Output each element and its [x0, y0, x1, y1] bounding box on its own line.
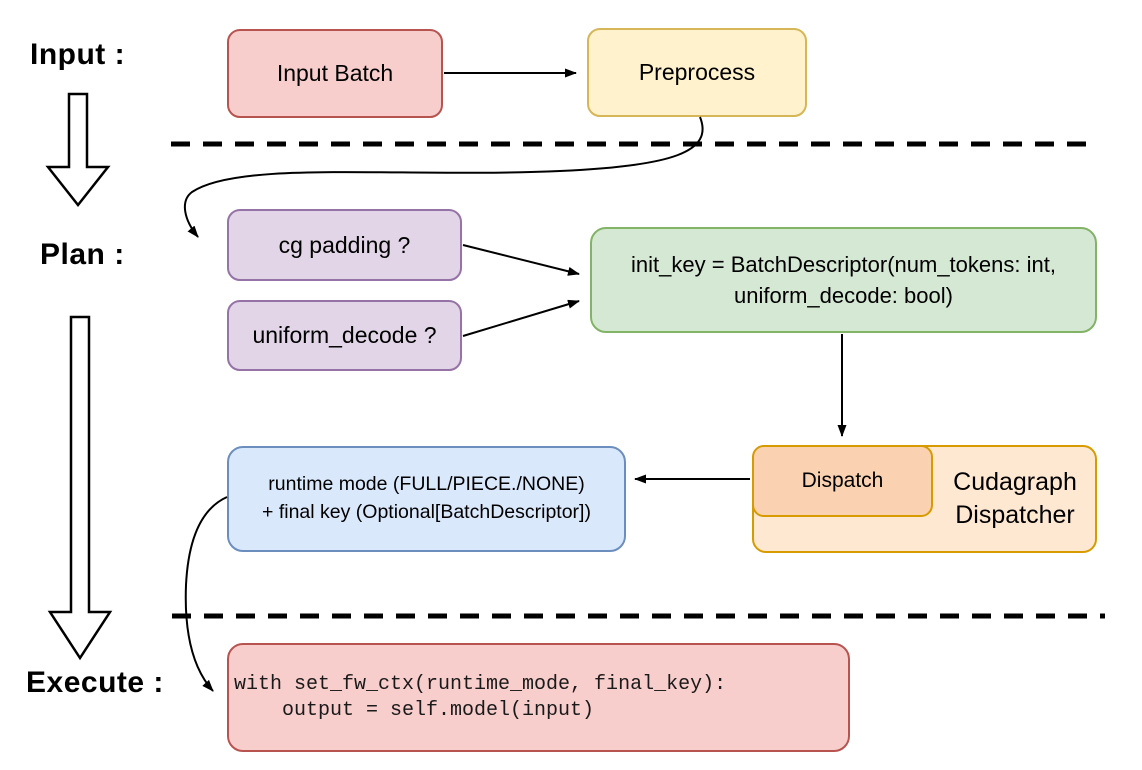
stage-arrow-input-to-plan-icon: [45, 92, 111, 208]
node-runtime-mode-line1: runtime mode (FULL/PIECE./NONE): [268, 473, 585, 496]
node-preprocess: Preprocess: [587, 28, 807, 117]
cudagraph-dispatcher-line1: Cudagraph: [953, 468, 1077, 496]
stage-arrow-plan-to-execute-icon: [47, 315, 113, 661]
stage-label-plan: Plan :: [40, 238, 125, 271]
node-runtime-mode-line2: + final key (Optional[BatchDescriptor]): [262, 501, 591, 523]
execute-code-line2: output = self.model(input): [234, 698, 595, 722]
stage-label-input: Input :: [30, 38, 126, 71]
edge-uniform-decode-to-init-key: [462, 299, 580, 337]
node-cg-padding: cg padding ?: [227, 209, 462, 281]
cudagraph-dispatcher-label: Cudagraph Dispatcher: [935, 466, 1095, 531]
node-runtime-mode: runtime mode (FULL/PIECE./NONE) + final …: [227, 446, 626, 552]
node-preprocess-label: Preprocess: [638, 59, 756, 86]
node-init-key-line1: init_key = BatchDescriptor(num_tokens: i…: [631, 251, 1056, 277]
node-init-key: init_key = BatchDescriptor(num_tokens: i…: [590, 227, 1097, 333]
node-input-batch: Input Batch: [227, 29, 443, 118]
node-uniform-decode-label: uniform_decode ?: [252, 322, 437, 349]
node-uniform-decode: uniform_decode ?: [227, 300, 462, 371]
node-dispatch-label: Dispatch: [801, 469, 884, 493]
node-cg-padding-label: cg padding ?: [278, 231, 411, 258]
node-execute-code: with set_fw_ctx(runtime_mode, final_key)…: [227, 643, 850, 752]
stage-label-execute: Execute :: [26, 666, 164, 699]
node-init-key-line2: uniform_decode: bool): [734, 283, 953, 308]
node-dispatch: Dispatch: [752, 445, 933, 517]
cudagraph-dispatcher-line2: Dispatcher: [955, 500, 1075, 529]
execute-code-line1: with set_fw_ctx(runtime_mode, final_key)…: [234, 672, 727, 696]
edge-cg-padding-to-init-key: [462, 244, 580, 276]
node-input-batch-label: Input Batch: [276, 60, 394, 87]
edge-runtime-mode-to-execute-code: [184, 496, 228, 692]
